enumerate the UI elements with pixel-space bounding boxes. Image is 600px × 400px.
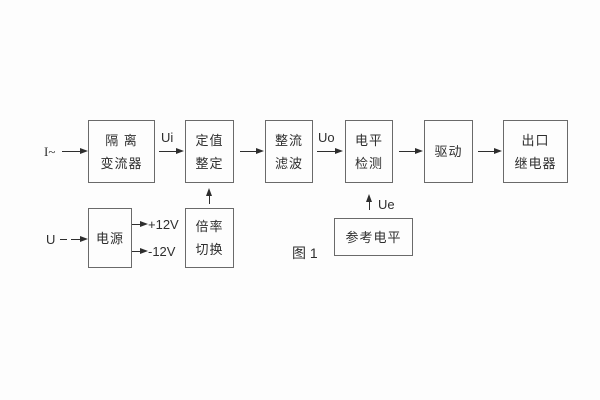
block-label-line: 继电器 bbox=[514, 155, 557, 171]
block-drive: 驱动 bbox=[424, 120, 473, 183]
block-reference-level: 参考电平 bbox=[334, 218, 413, 256]
block-label-line: 滤波 bbox=[274, 155, 303, 171]
arrow-uo-signal bbox=[317, 148, 343, 154]
block-label-line: 参考电平 bbox=[345, 229, 402, 245]
label-minus-12v: -12V bbox=[148, 244, 176, 259]
label-signal-ui: Ui bbox=[161, 130, 174, 145]
label-input-current: I~ bbox=[44, 144, 56, 159]
block-label-line: 驱动 bbox=[434, 144, 463, 159]
block-output-relay: 出口 继电器 bbox=[503, 120, 568, 183]
block-label-line: 隔 离 bbox=[105, 132, 138, 148]
block-label-line: 出口 bbox=[521, 132, 550, 148]
block-ratio-switch: 倍率 切换 bbox=[185, 208, 234, 268]
arrow-setpoint-to-rectify bbox=[240, 148, 264, 154]
label-input-voltage: U bbox=[46, 232, 56, 247]
label-signal-uo: Uo bbox=[318, 130, 335, 145]
arrow-input-current bbox=[62, 148, 88, 154]
block-label-line: 倍率 bbox=[195, 219, 224, 234]
block-label-line: 定值 bbox=[195, 132, 224, 148]
arrow-ui-signal bbox=[159, 148, 184, 154]
label-plus-12v: +12V bbox=[148, 217, 179, 232]
block-label-line: 切换 bbox=[195, 242, 224, 257]
label-signal-ue: Ue bbox=[378, 197, 395, 212]
arrow-ue-to-level-detect bbox=[366, 194, 372, 210]
block-label-line: 检测 bbox=[354, 155, 383, 171]
block-label-line: 变流器 bbox=[100, 155, 143, 171]
block-isolation-transformer: 隔 离 变流器 bbox=[88, 120, 155, 183]
block-label-line: 整定 bbox=[195, 155, 224, 171]
arrow-input-voltage bbox=[71, 236, 88, 242]
dash-input-voltage bbox=[60, 239, 67, 240]
block-label-line: 整流 bbox=[274, 132, 303, 148]
figure-caption: 图 1 bbox=[292, 245, 318, 261]
arrow-minus-12v bbox=[132, 248, 148, 254]
block-label-line: 电源 bbox=[95, 230, 124, 246]
block-level-detect: 电平 检测 bbox=[345, 120, 393, 183]
block-label-line: 电平 bbox=[354, 132, 383, 148]
arrow-level-to-drive bbox=[399, 148, 423, 154]
arrow-drive-to-relay bbox=[478, 148, 502, 154]
arrow-plus-12v bbox=[132, 221, 148, 227]
arrow-ratio-to-setpoint bbox=[206, 188, 212, 204]
block-setpoint-adjust: 定值 整定 bbox=[185, 120, 234, 183]
block-rectify-filter: 整流 滤波 bbox=[265, 120, 313, 183]
block-power-supply: 电源 bbox=[88, 208, 132, 268]
